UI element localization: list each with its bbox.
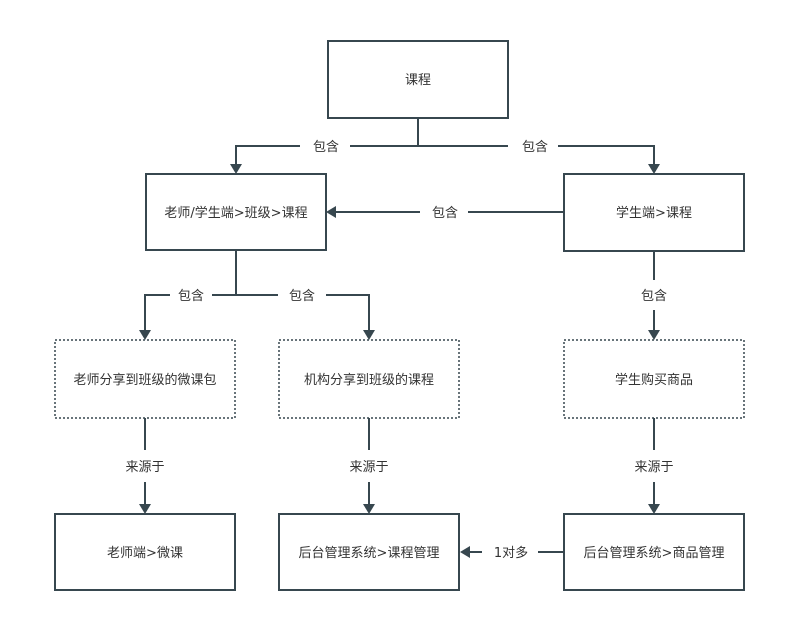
edge-label-contains: 包含 bbox=[178, 288, 204, 304]
edge-label-source-from: 来源于 bbox=[634, 460, 673, 475]
arrow-head bbox=[648, 164, 660, 174]
arrow-head bbox=[363, 330, 375, 340]
node-teacher-student-class-course[interactable]: 老师/学生端>班级>课程 bbox=[145, 173, 327, 251]
edge-label-one-to-many: 1对多 bbox=[494, 545, 528, 561]
arrow-head bbox=[230, 164, 242, 174]
node-admin-course-mgmt[interactable]: 后台管理系统>课程管理 bbox=[278, 513, 460, 591]
node-org-share-course-label: 机构分享到班级的课程 bbox=[304, 372, 434, 388]
arrow-head bbox=[139, 330, 151, 340]
edge-label-contains: 包含 bbox=[522, 139, 548, 155]
edge-label-contains: 包含 bbox=[313, 139, 339, 155]
node-teacher-share-micro-package[interactable]: 老师分享到班级的微课包 bbox=[54, 339, 236, 419]
node-teacher-micro-course[interactable]: 老师端>微课 bbox=[54, 513, 236, 591]
arrow-head bbox=[460, 546, 470, 558]
arrow-head bbox=[363, 504, 375, 514]
edge-label-contains: 包含 bbox=[289, 288, 315, 304]
node-admin-course-mgmt-label: 后台管理系统>课程管理 bbox=[299, 546, 440, 561]
arrow-head bbox=[139, 504, 151, 514]
node-teacher-student-class-course-label: 老师/学生端>班级>课程 bbox=[164, 205, 307, 221]
arrow-head bbox=[648, 330, 660, 340]
arrow-head bbox=[648, 504, 660, 514]
arrow-head bbox=[326, 206, 336, 218]
node-course-label: 课程 bbox=[405, 73, 431, 88]
node-student-buy-goods[interactable]: 学生购买商品 bbox=[563, 339, 745, 419]
edge-label-contains: 包含 bbox=[641, 288, 667, 304]
node-student-course[interactable]: 学生端>课程 bbox=[563, 173, 745, 252]
node-course[interactable]: 课程 bbox=[327, 40, 509, 119]
node-admin-goods-mgmt-label: 后台管理系统>商品管理 bbox=[584, 546, 725, 561]
edge-course-to-teacher bbox=[235, 145, 418, 166]
edge-course-to-student bbox=[418, 145, 655, 166]
edge-teacher-to-micro bbox=[144, 294, 236, 332]
edge-label-source-from: 来源于 bbox=[349, 460, 388, 475]
node-org-share-course[interactable]: 机构分享到班级的课程 bbox=[278, 339, 460, 419]
node-student-buy-goods-label: 学生购买商品 bbox=[615, 372, 693, 388]
node-student-course-label: 学生端>课程 bbox=[616, 205, 692, 221]
edge-teacher-to-org bbox=[236, 294, 370, 332]
node-admin-goods-mgmt[interactable]: 后台管理系统>商品管理 bbox=[563, 513, 745, 591]
node-teacher-share-micro-package-label: 老师分享到班级的微课包 bbox=[73, 372, 216, 388]
node-teacher-micro-course-label: 老师端>微课 bbox=[107, 546, 183, 561]
edge-label-source-from: 来源于 bbox=[125, 460, 164, 475]
edge-label-contains: 包含 bbox=[432, 205, 458, 221]
